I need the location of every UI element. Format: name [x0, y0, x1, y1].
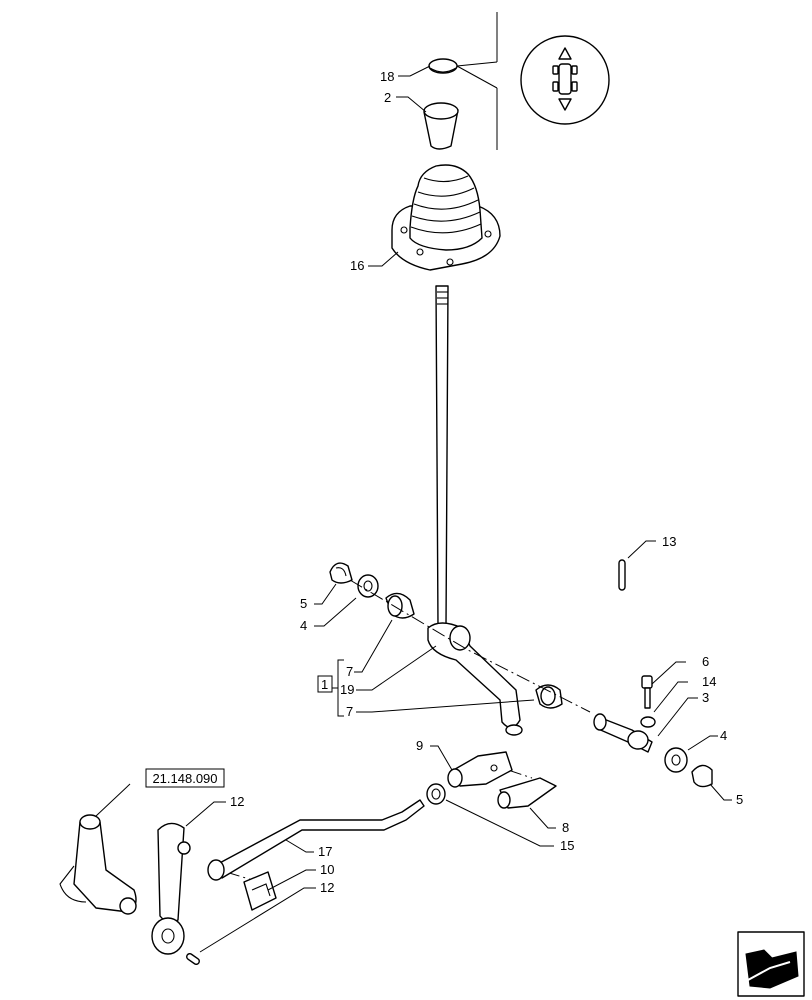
callout-4-right: 4: [720, 728, 727, 743]
callout-4-left: 4: [300, 618, 307, 633]
callout-10: 10: [320, 862, 334, 877]
part-16-gaiter-boot: [391, 164, 501, 271]
callout-2: 2: [384, 90, 391, 105]
part-15-nut: [426, 783, 446, 805]
part-14-washer: [640, 716, 656, 728]
part-3-cylinder: [593, 713, 653, 753]
part-19-gear-lever: [427, 285, 523, 736]
callout-5-right: 5: [736, 792, 743, 807]
callout-9: 9: [416, 738, 423, 753]
reference-shaft-assembly: [59, 814, 137, 915]
callout-5-left: 5: [300, 596, 307, 611]
callout-15: 15: [560, 838, 574, 853]
part-12-lever-arm: [151, 822, 191, 955]
callout-7-bottom: 7: [346, 704, 353, 719]
callout-12-bottom: 12: [320, 880, 334, 895]
reference-box[interactable]: 21.148.090: [145, 768, 225, 788]
part-9-clevis: [447, 751, 513, 788]
callout-7-top: 7: [346, 664, 353, 679]
part-12-roll-pin: [186, 953, 200, 965]
part-5-clip-right: [691, 764, 713, 788]
part-6-bolt: [641, 675, 653, 709]
callout-17: 17: [318, 844, 332, 859]
group-number: 1: [321, 677, 328, 692]
callout-13: 13: [662, 534, 676, 549]
callout-8: 8: [562, 820, 569, 835]
linkage-axis-line: [225, 871, 273, 887]
part-18-decal: [428, 58, 458, 74]
part-8-clevis-pin: [497, 777, 557, 809]
callout-labels: 18 2 16 13 5 4 7 19 7 1 6 14 3 4 5 9 8 1…: [230, 69, 743, 895]
callout-18: 18: [380, 69, 394, 84]
assembly-axis-line: [349, 579, 591, 713]
part-5-clip-left: [329, 562, 353, 584]
previous-page-arrow-icon[interactable]: [737, 931, 805, 997]
decal-bracket-lines: [456, 12, 498, 150]
group-bracket: [317, 659, 344, 717]
callout-12-top: 12: [230, 794, 244, 809]
reference-code[interactable]: 21.148.090: [152, 771, 217, 786]
part-10-spring-clip: [243, 871, 277, 911]
part-2-knob: [423, 102, 459, 150]
part-4-washer-left: [357, 574, 379, 598]
callout-14: 14: [702, 674, 716, 689]
callout-6: 6: [702, 654, 709, 669]
callout-16: 16: [350, 258, 364, 273]
part-7-bushing-right: [535, 684, 563, 709]
callout-19: 19: [340, 682, 354, 697]
callout-3: 3: [702, 690, 709, 705]
fork-axis-line: [507, 769, 533, 779]
part-13-pin: [618, 559, 626, 591]
part-17-linkage-rod: [207, 799, 425, 881]
part-7-bushing-left: [385, 592, 415, 619]
gear-pattern-decal-icon: [520, 35, 610, 125]
callout-leaders: [95, 65, 732, 953]
part-4-washer-right: [664, 747, 688, 773]
